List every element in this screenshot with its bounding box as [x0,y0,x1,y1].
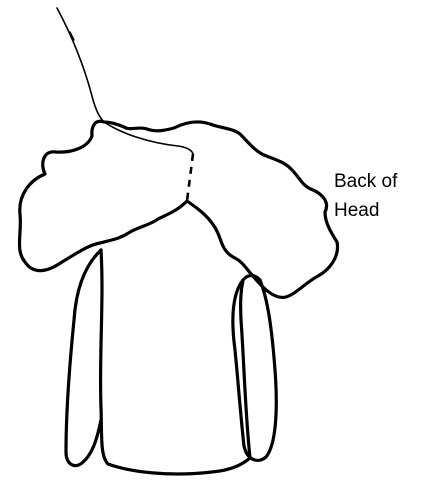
hair-outline [19,121,337,297]
back-of-head-label-line1: Back of [334,170,397,193]
torso-outline [101,250,250,474]
left-arm-outline [66,250,101,466]
dashed-seam [187,154,193,201]
back-of-head-label-line2: Head [334,199,379,222]
needle-thread [57,8,193,154]
